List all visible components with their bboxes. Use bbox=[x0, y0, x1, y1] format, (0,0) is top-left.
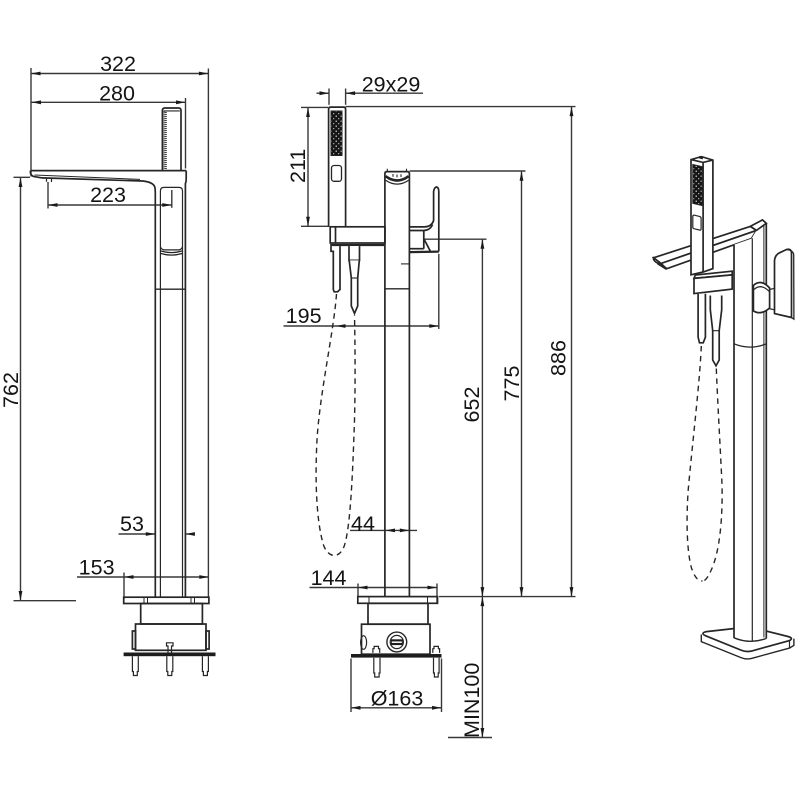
svg-text:144: 144 bbox=[311, 566, 347, 590]
svg-text:195: 195 bbox=[286, 304, 322, 328]
svg-text:29x29: 29x29 bbox=[362, 73, 421, 97]
svg-text:MIN100: MIN100 bbox=[460, 663, 484, 738]
svg-text:762: 762 bbox=[0, 372, 23, 408]
svg-text:280: 280 bbox=[99, 82, 135, 106]
svg-text:886: 886 bbox=[547, 340, 571, 376]
svg-text:775: 775 bbox=[500, 366, 524, 402]
svg-text:652: 652 bbox=[460, 387, 484, 423]
svg-text:Ø163: Ø163 bbox=[371, 686, 424, 710]
svg-text:322: 322 bbox=[100, 52, 136, 76]
svg-text:223: 223 bbox=[90, 183, 126, 207]
svg-text:44: 44 bbox=[351, 512, 375, 536]
svg-text:53: 53 bbox=[120, 512, 144, 536]
svg-text:211: 211 bbox=[286, 149, 310, 183]
svg-text:153: 153 bbox=[79, 556, 115, 580]
